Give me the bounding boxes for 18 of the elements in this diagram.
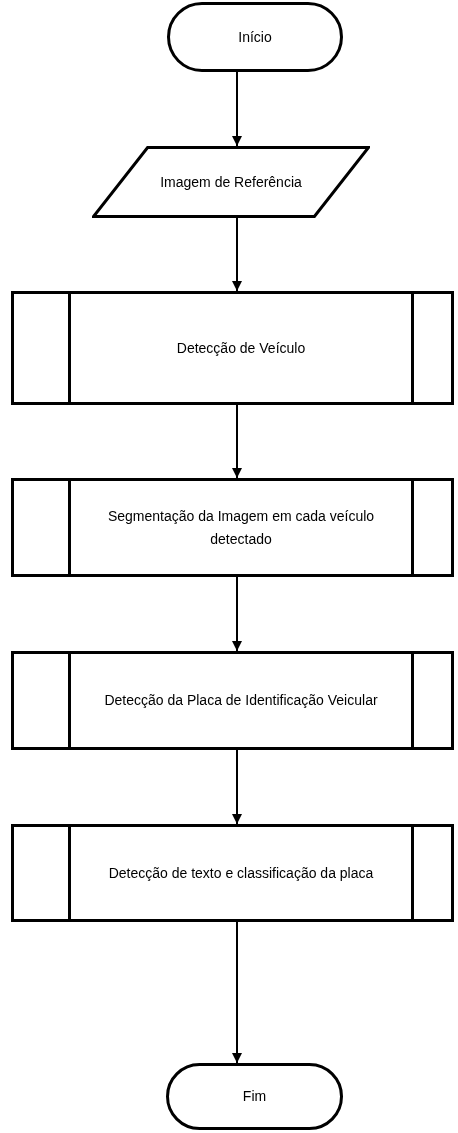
arrow	[232, 921, 242, 1064]
input-parallelogram	[92, 146, 370, 218]
predefined-process-box	[11, 824, 454, 922]
node-label: Detecção de Veículo	[176, 338, 306, 358]
node-label: Detecção da Placa de Identificação Veicular	[104, 691, 378, 711]
node-label: Segmentação da Imagem em cada veículo detectado	[106, 507, 376, 549]
arrow	[232, 576, 242, 652]
arrow	[232, 404, 242, 479]
predefined-process-box	[11, 478, 454, 577]
arrow	[232, 71, 242, 147]
predefined-process-box	[11, 291, 454, 405]
predefined-process-box	[11, 651, 454, 750]
arrow	[232, 749, 242, 825]
node-label: Início	[238, 27, 272, 47]
node-label: Fim	[242, 1087, 267, 1107]
node-label: Imagem de Referência	[160, 172, 302, 192]
node-label: Detecção de texto e classificação da placa	[108, 863, 374, 883]
arrow	[232, 217, 242, 292]
